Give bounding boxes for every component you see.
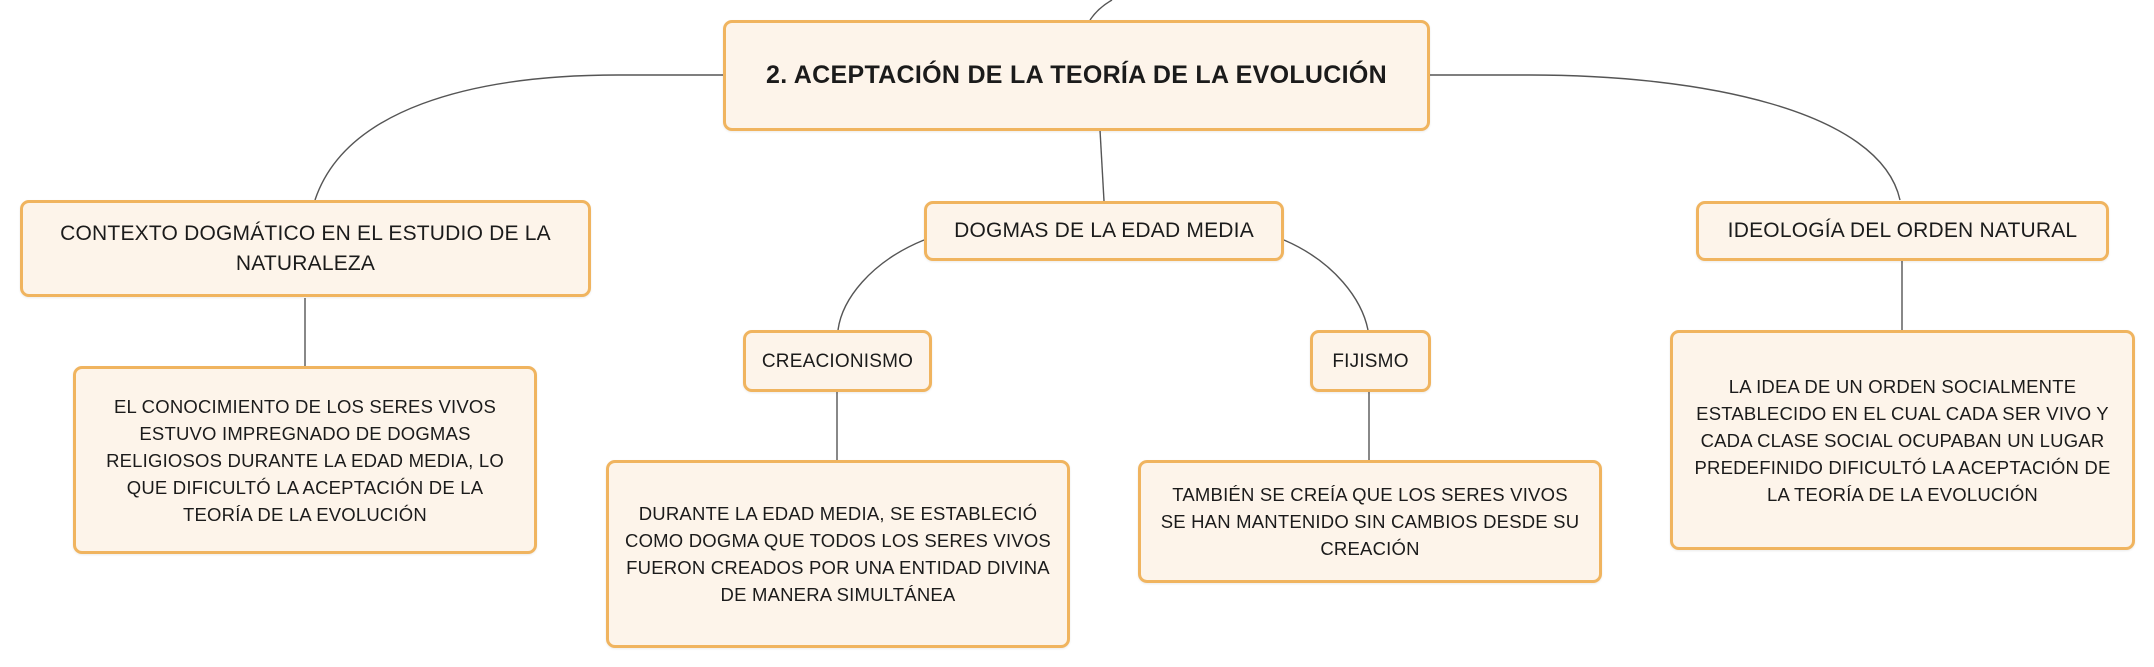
fijismo-label: FIJISMO (1332, 350, 1409, 372)
creacionismo-label: CREACIONISMO (761, 350, 914, 372)
ideologia-node[interactable]: IDEOLOGÍA DEL ORDEN NATURAL (1696, 201, 2109, 261)
contexto-node[interactable]: CONTEXTO DOGMÁTICO EN EL ESTUDIO DE LA N… (20, 200, 591, 297)
contexto-detail-text: EL CONOCIMIENTO DE LOS SERES VIVOS ESTUV… (106, 395, 504, 525)
connector-dogmas-fijismo (1283, 239, 1369, 331)
dogmas-label: DOGMAS DE LA EDAD MEDIA (954, 219, 1254, 242)
creacionismo-detail-node[interactable]: DURANTE LA EDAD MEDIA, SE ESTABLECIÓ COM… (606, 460, 1070, 648)
ideologia-detail-node[interactable]: LA IDEA DE UN ORDEN SOCIALMENTE ESTABLEC… (1670, 330, 2135, 550)
fijismo-node[interactable]: FIJISMO (1310, 330, 1431, 392)
fijismo-detail-node[interactable]: TAMBIÉN SE CREÍA QUE LOS SERES VIVOS SE … (1138, 460, 1602, 583)
root-title: 2. ACEPTACIÓN DE LA TEORÍA DE LA EVOLUCI… (766, 61, 1387, 89)
connector-root-contexto (314, 74, 724, 201)
creacionismo-node[interactable]: CREACIONISMO (743, 330, 932, 392)
connector-root-dogmas (1099, 129, 1105, 202)
fijismo-detail-text: TAMBIÉN SE CREÍA QUE LOS SERES VIVOS SE … (1160, 484, 1580, 559)
ideologia-detail-text: LA IDEA DE UN ORDEN SOCIALMENTE ESTABLEC… (1694, 375, 2111, 505)
contexto-label: CONTEXTO DOGMÁTICO EN EL ESTUDIO DE LA N… (60, 221, 551, 275)
ideologia-label: IDEOLOGÍA DEL ORDEN NATURAL (1727, 219, 2078, 242)
connector-dogmas-creacionismo (837, 239, 925, 331)
connector-root-ideologia (1430, 74, 1901, 201)
contexto-detail-node[interactable]: EL CONOCIMIENTO DE LOS SERES VIVOS ESTUV… (73, 366, 537, 554)
connector-root-parent (1089, 0, 1113, 21)
creacionismo-detail-text: DURANTE LA EDAD MEDIA, SE ESTABLECIÓ COM… (625, 503, 1051, 605)
root-node[interactable]: 2. ACEPTACIÓN DE LA TEORÍA DE LA EVOLUCI… (723, 20, 1430, 131)
dogmas-node[interactable]: DOGMAS DE LA EDAD MEDIA (924, 201, 1284, 261)
